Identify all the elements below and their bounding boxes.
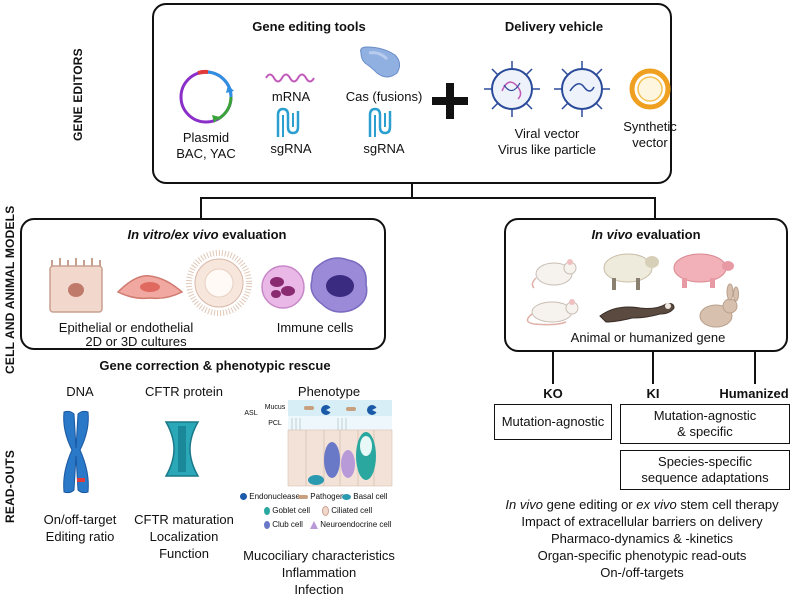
in-vivo-title: In vivo evaluation (546, 227, 746, 243)
gene-correction-heading: Gene correction & phenotypic rescue (99, 358, 331, 373)
animal-humanized-label: Animal or humanized gene (570, 330, 726, 345)
organoid-icon (186, 250, 252, 316)
epithelial-label: Epithelial or endothelial (58, 320, 194, 335)
sgrna-label-1: sgRNA (270, 141, 312, 156)
legend-endonuclease: Endonuclease (240, 492, 300, 502)
connector-left-drop (200, 197, 202, 219)
pig-icon (673, 253, 734, 288)
epithelial-cell-icon (49, 258, 103, 313)
immune-cells-label: Immune cells (276, 320, 354, 335)
mucociliary-label: Mucociliary characteristics (243, 548, 395, 563)
species-specific-box: Species-specific sequence adaptations (620, 450, 790, 490)
in-vitro-title-italic: In vitro/ex vivo (127, 227, 219, 242)
chromosome-icon (63, 410, 89, 494)
therapy-list-item-1: In vivo gene editing or ex vivo stem cel… (505, 497, 779, 512)
plus-icon (432, 83, 468, 119)
bac-yac-label: BAC, YAC (176, 146, 236, 161)
neuroendocrine-cell-icon (310, 520, 318, 529)
ferret-icon (599, 303, 675, 323)
cftr-maturation: CFTR maturation (134, 512, 234, 527)
therapy-list-item-3: Pharmaco-dynamics & -kinetics (550, 531, 734, 546)
legend-goblet: Goblet cell (264, 506, 310, 516)
inflammation-label: Inflammation (281, 565, 357, 580)
ko-label: KO (543, 386, 563, 401)
virus-like-particle-icon (554, 61, 610, 117)
pcl-label: PCL (268, 420, 282, 427)
delivery-vehicle-title: Delivery vehicle (504, 19, 604, 34)
humanized-label: Humanized (719, 386, 789, 401)
therapy-list-item-5: On-/off-targets (600, 565, 684, 580)
legend-club: Club cell (264, 520, 303, 530)
connector-humanized (754, 352, 756, 384)
connector-right-drop (654, 197, 656, 219)
cas-fusions-label: Cas (fusions) (345, 89, 423, 104)
gene-editing-tools-title: Gene editing tools (252, 19, 366, 34)
mucus-label: Mucus (264, 404, 286, 411)
connector-top-stem (411, 184, 413, 198)
connector-ko (552, 352, 554, 384)
viral-vector-label: Viral vector (514, 126, 580, 141)
synthetic-label: Synthetic (623, 119, 677, 134)
ciliated-cell-icon (322, 506, 329, 516)
infection-label: Infection (294, 582, 344, 597)
culture-label: 2D or 3D cultures (85, 334, 187, 349)
endonuclease-icon (240, 493, 247, 501)
plasmid-label: Plasmid (182, 130, 230, 145)
legend-pathogen: Pathogen (298, 492, 345, 502)
plasmid-icon (179, 69, 234, 124)
in-vivo-box: In vivo evaluation Animal or humanized g… (504, 218, 788, 352)
pathogen-icon (298, 494, 308, 499)
rabbit-icon (699, 283, 739, 328)
legend-neuroendocrine: Neuroendocrine cell (310, 520, 391, 530)
cftr-localization: Localization (149, 529, 219, 544)
cftr-title: CFTR protein (144, 384, 224, 399)
asl-label: ASL (244, 410, 258, 417)
viral-vector-icon (484, 61, 540, 117)
endothelial-cell-icon (116, 275, 184, 300)
virus-like-particle-label: Virus like particle (497, 142, 597, 157)
in-vitro-title: In vitro/ex vivo evaluation (82, 227, 332, 243)
phenotype-title: Phenotype (297, 384, 361, 399)
sgrna-label-2: sgRNA (363, 141, 405, 156)
goblet-cell-icon (264, 506, 270, 515)
section-label-cell-animal-models: CELL AND ANIMAL MODELS (3, 205, 17, 374)
basal-cell-icon (342, 493, 351, 500)
therapy-list-item-4: Organ-specific phenotypic read-outs (537, 548, 747, 563)
section-label-gene-editors: GENE EDITORS (71, 48, 85, 141)
connector-horizontal (200, 197, 656, 199)
cas-protein-icon (360, 46, 401, 78)
in-vivo-title-rest: evaluation (632, 227, 701, 242)
mutation-agnostic-box: Mutation-agnostic (494, 404, 612, 440)
rat-icon (526, 299, 579, 326)
airway-epithelium-icon (287, 400, 393, 487)
sgrna-icon (276, 107, 300, 137)
ki-label: KI (646, 386, 660, 401)
mrna-icon (265, 73, 315, 83)
therapy-list-item-2: Impact of extracellular barriers on deli… (521, 514, 763, 529)
section-label-read-outs: READ-OUTS (3, 449, 17, 523)
sheep-icon (603, 253, 659, 290)
in-vitro-box: In vitro/ex vivo evaluation Epithelial o… (20, 218, 386, 350)
legend-ciliated: Ciliated cell (322, 506, 372, 516)
vector-label: vector (632, 135, 668, 150)
immune-cell-icon-2 (310, 257, 368, 313)
dna-on-off-target: On/off-target (43, 512, 117, 527)
mouse-icon (531, 259, 577, 289)
legend-basal: Basal cell (342, 492, 387, 502)
cftr-protein-icon (164, 421, 200, 477)
dna-title: DNA (66, 384, 94, 399)
in-vivo-title-italic: In vivo (591, 227, 633, 242)
club-cell-icon (264, 520, 270, 529)
mrna-label: mRNA (271, 89, 311, 104)
mutation-agnostic-specific-box: Mutation-agnostic & specific (620, 404, 790, 444)
immune-cell-icon-1 (261, 265, 305, 309)
sgrna-icon-2 (368, 107, 392, 137)
connector-ki (652, 352, 654, 384)
cftr-function: Function (159, 546, 209, 561)
gene-editors-box: Gene editing tools Delivery vehicle Plas… (152, 3, 677, 184)
dna-editing-ratio: Editing ratio (45, 529, 115, 544)
in-vitro-title-rest: evaluation (218, 227, 287, 242)
synthetic-vector-icon (629, 68, 671, 110)
